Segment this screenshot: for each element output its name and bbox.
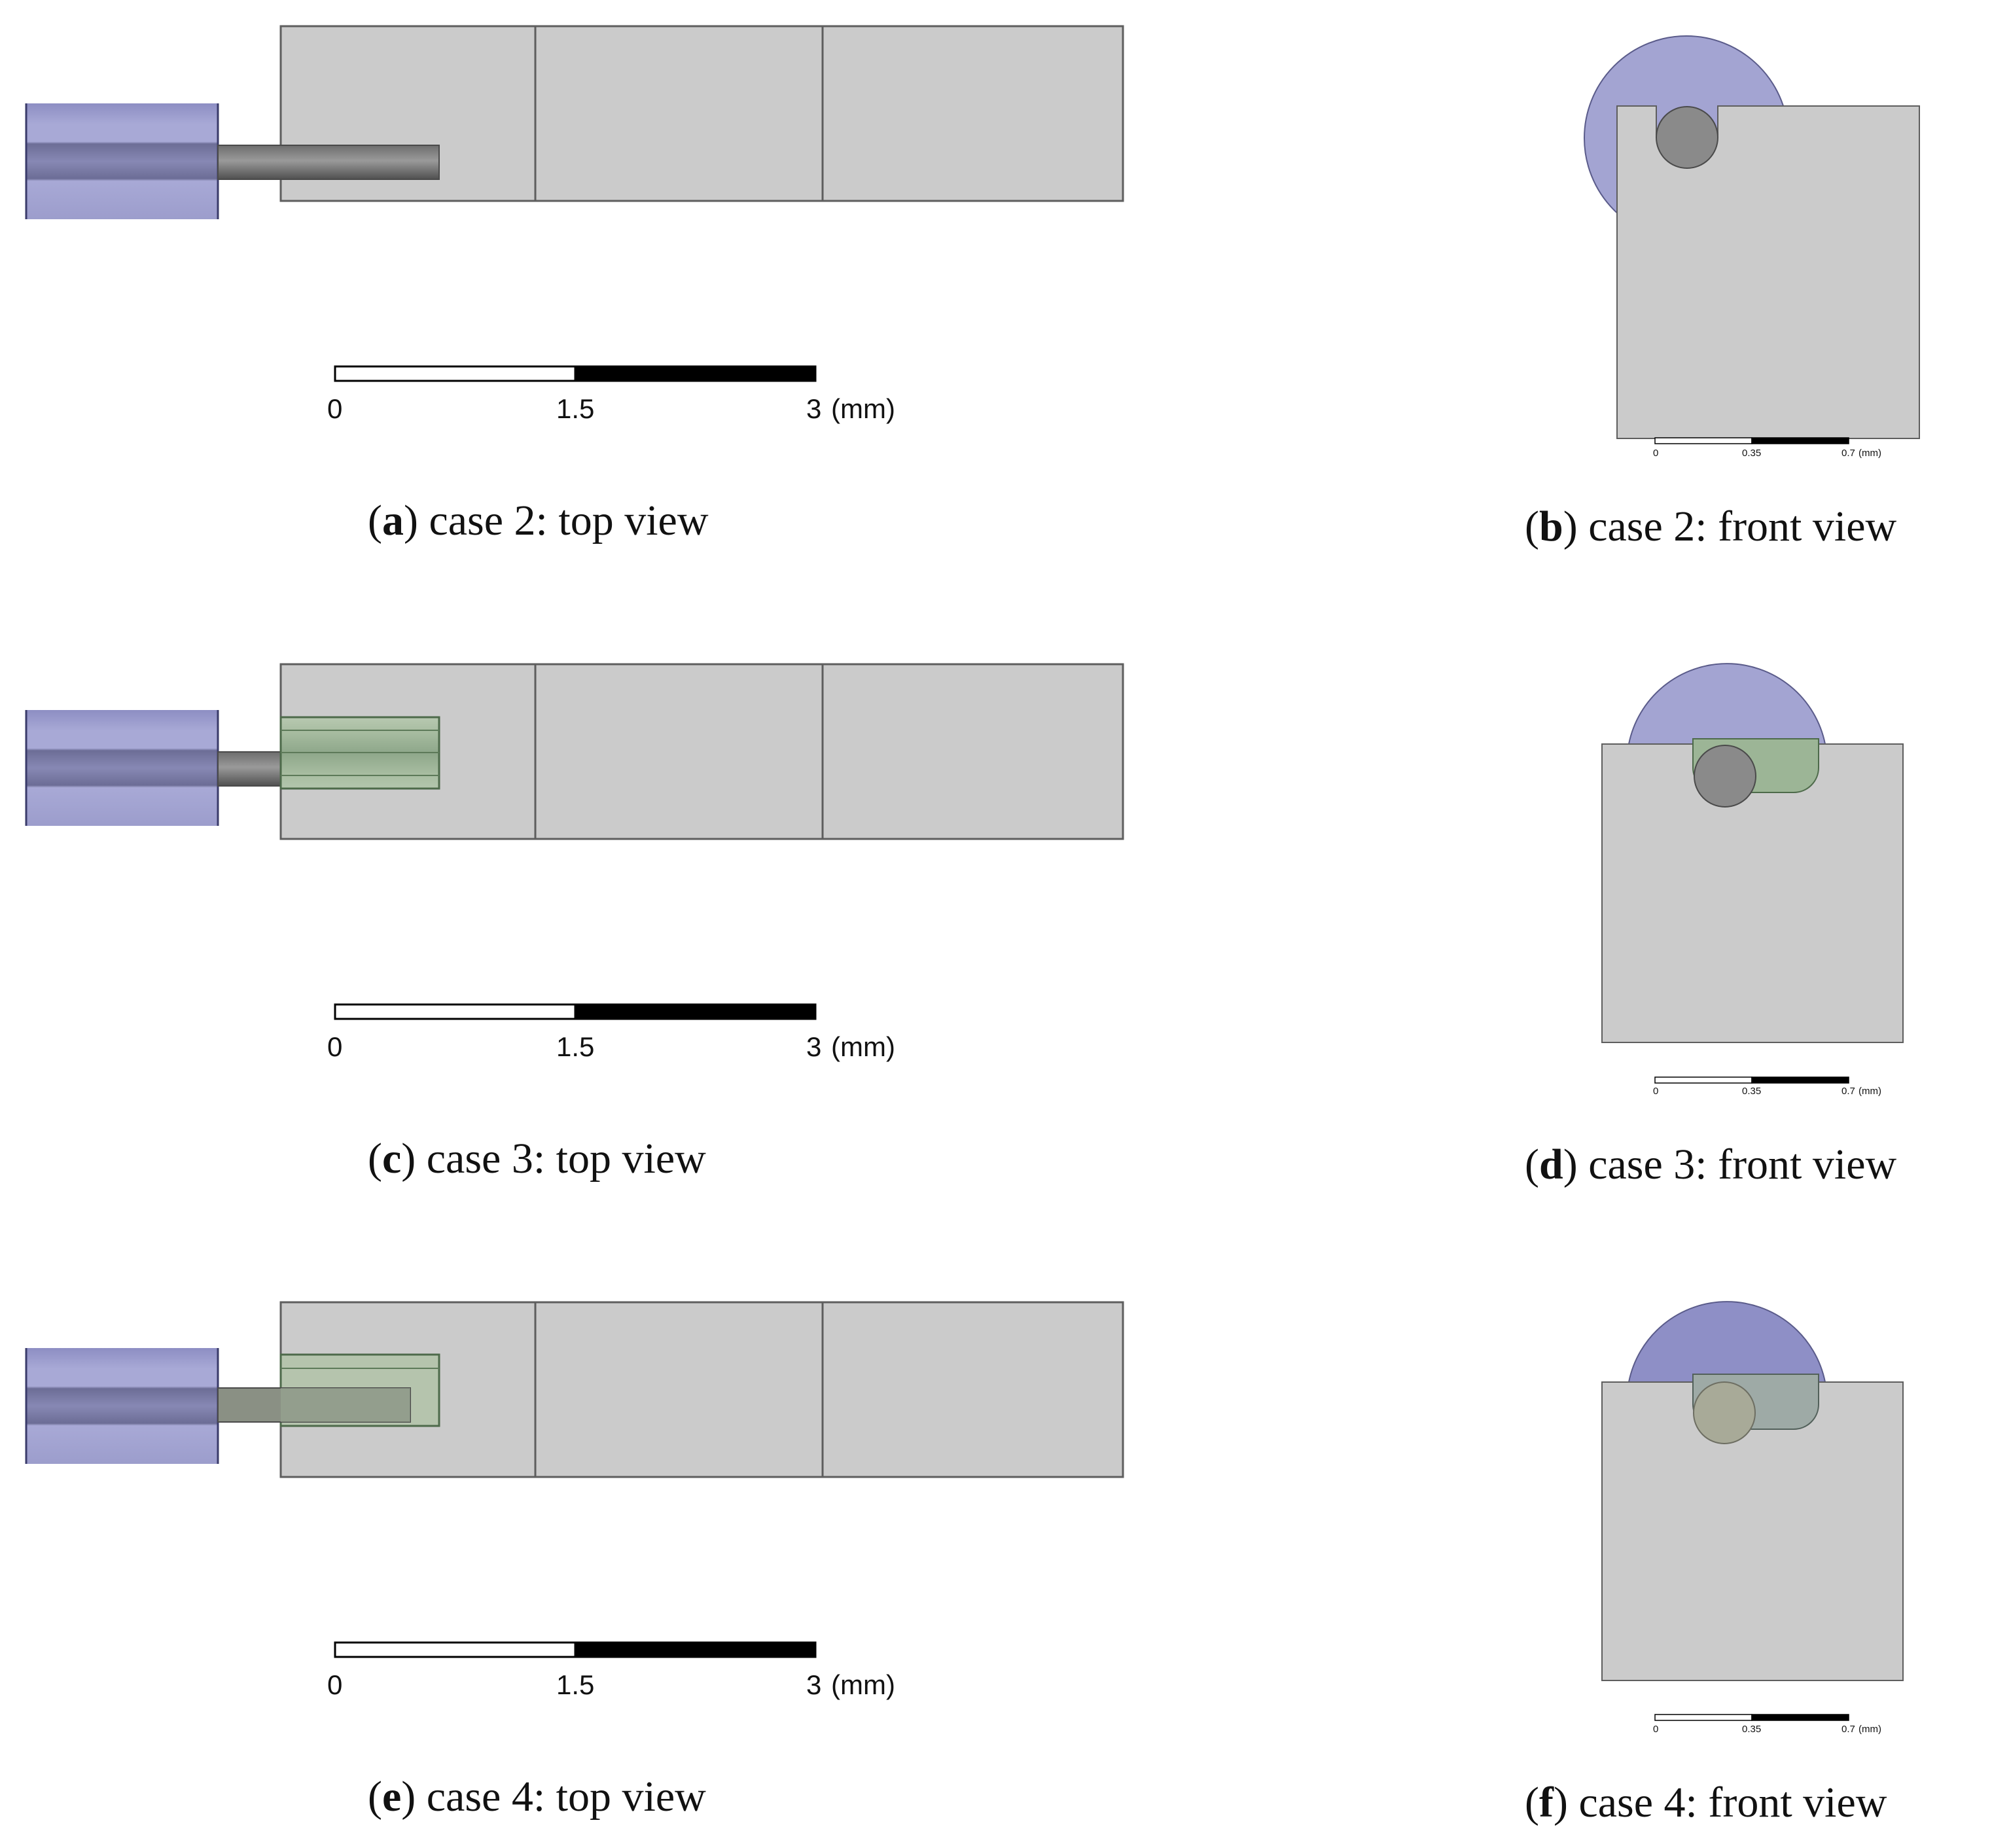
rod-section xyxy=(1694,745,1756,808)
panel-e: 0 1.5 3 (mm) (e) case 4: top view xyxy=(0,1276,1178,1848)
caption: (a) case 2: top view xyxy=(368,497,709,544)
caption: (c) case 3: top view xyxy=(368,1135,706,1182)
scale-bar-black xyxy=(1751,437,1849,444)
scale-tick-2: 0.7 xyxy=(1841,448,1855,459)
panel-c: 0 1.5 3 (mm) (c) case 3: top view xyxy=(0,638,1178,1227)
scale-bar-white xyxy=(1654,1714,1752,1721)
panel-a: 0 1.5 3 (mm) (a) case 2: top view xyxy=(0,0,1178,589)
scale-unit: (mm) xyxy=(831,393,895,424)
front-view-drawing xyxy=(1601,1301,1904,1721)
scale-tick-2: 3 xyxy=(806,393,822,424)
caption-text: case 2: top view xyxy=(429,497,709,544)
caption-letter: e xyxy=(382,1773,402,1821)
scale-bar-white xyxy=(334,1641,577,1658)
cylinder-disc xyxy=(1627,663,1826,745)
panel-d: 0 0.35 0.7 (mm) (d) case 3: front view xyxy=(1505,638,1992,1227)
front-view-drawing xyxy=(1584,35,1920,444)
caption-text: case 4: front view xyxy=(1578,1779,1887,1826)
caption-letter: b xyxy=(1538,503,1563,550)
scale-unit: (mm) xyxy=(831,1669,895,1700)
cylinder-disc xyxy=(1627,1301,1826,1383)
scale-bar-black xyxy=(574,1641,817,1658)
scale-tick-1: 1.5 xyxy=(556,393,595,424)
rod-overlay xyxy=(281,1388,410,1422)
scale-bar-black xyxy=(1751,1714,1849,1721)
block-body xyxy=(1601,1381,1904,1681)
caption-text: case 3: front view xyxy=(1588,1141,1897,1188)
block-body xyxy=(1601,743,1904,1043)
cylinder-body xyxy=(26,710,218,826)
scale-bar-black xyxy=(574,365,817,382)
top-view-drawing xyxy=(25,25,1124,219)
scale-bar-black xyxy=(574,1003,817,1020)
caption-letter: a xyxy=(382,497,404,544)
scale-tick-1: 0.35 xyxy=(1742,1086,1762,1097)
cylinder-body xyxy=(26,1348,218,1464)
caption: (e) case 4: top view xyxy=(368,1773,706,1821)
top-view-drawing xyxy=(25,663,1124,840)
rod xyxy=(217,145,440,180)
cylinder-body xyxy=(26,103,218,219)
scale-tick-1: 0.35 xyxy=(1742,448,1762,459)
front-view-drawing xyxy=(1601,663,1904,1084)
scale-tick-0: 0 xyxy=(327,1669,343,1700)
scale-unit: (mm) xyxy=(831,1031,895,1062)
scale-unit: (mm) xyxy=(1859,1086,1881,1097)
caption-letter: c xyxy=(382,1135,402,1182)
caption-text: case 3: top view xyxy=(426,1135,706,1182)
scale-tick-2: 3 xyxy=(806,1031,822,1062)
rod xyxy=(217,751,284,787)
caption: (d) case 3: front view xyxy=(1525,1141,1897,1188)
scale-bar-white xyxy=(1654,437,1752,444)
panel-f: 0 0.35 0.7 (mm) (f) case 4: front view xyxy=(1505,1276,1992,1848)
scale-tick-2: 3 xyxy=(806,1669,822,1700)
scale-bar-black xyxy=(1751,1076,1849,1084)
top-view-drawing xyxy=(25,1301,1124,1478)
scale-unit: (mm) xyxy=(1859,1724,1881,1735)
caption-letter: f xyxy=(1538,1779,1554,1826)
caption-text: case 2: front view xyxy=(1588,503,1897,550)
caption: (f) case 4: front view xyxy=(1525,1779,1887,1826)
scale-bar-white xyxy=(334,365,577,382)
caption: (b) case 2: front view xyxy=(1525,503,1897,550)
scale-tick-0: 0 xyxy=(327,1031,343,1062)
panel-b: 0 0.35 0.7 (mm) (b) case 2: front view xyxy=(1505,0,1992,589)
scale-tick-1: 1.5 xyxy=(556,1031,595,1062)
caption-letter: d xyxy=(1538,1141,1563,1188)
scale-tick-2: 0.7 xyxy=(1841,1724,1855,1735)
scale-bar-white xyxy=(1654,1076,1752,1084)
scale-tick-0: 0 xyxy=(1653,1724,1659,1735)
scale-tick-1: 1.5 xyxy=(556,1669,595,1700)
rod-section xyxy=(1656,106,1718,169)
caption-text: case 4: top view xyxy=(426,1773,706,1821)
scale-tick-0: 0 xyxy=(327,393,343,424)
scale-unit: (mm) xyxy=(1859,448,1881,459)
rod-section xyxy=(1693,1381,1756,1444)
scale-tick-1: 0.35 xyxy=(1742,1724,1762,1735)
scale-tick-0: 0 xyxy=(1653,448,1659,459)
scale-tick-0: 0 xyxy=(1653,1086,1659,1097)
scale-bar-white xyxy=(334,1003,577,1020)
scale-tick-2: 0.7 xyxy=(1841,1086,1855,1097)
